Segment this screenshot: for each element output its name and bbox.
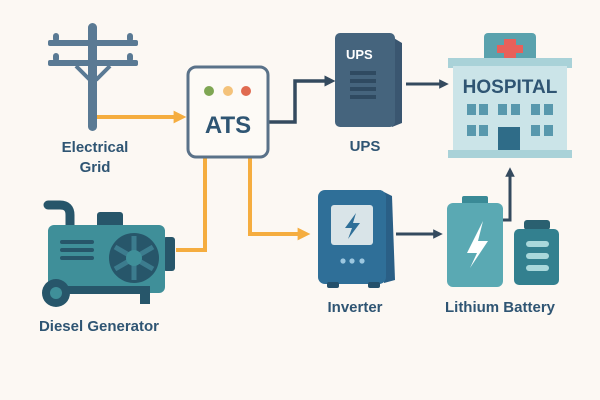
ups-label: UPS	[349, 138, 381, 155]
connector-ats-to-inverter	[248, 158, 311, 241]
grid-label-line2: Grid	[79, 159, 111, 176]
inverter-label: Inverter	[327, 299, 383, 316]
connector-ats-to-ups	[268, 75, 336, 124]
connections	[97, 75, 515, 252]
ups-device-text: UPS	[346, 47, 373, 62]
ups-server-icon[interactable]: UPS	[335, 33, 402, 127]
utility-pole-icon	[48, 23, 138, 131]
indicator-light-green	[204, 86, 214, 96]
hospital-sign-text: HOSPITAL	[463, 77, 558, 98]
battery-icon[interactable]	[447, 196, 559, 287]
ats-switch[interactable]: ATS	[186, 65, 270, 159]
diesel-generator-icon[interactable]	[42, 200, 175, 307]
grid-label: Electrical Grid	[40, 138, 150, 178]
indicator-light-amber	[223, 86, 233, 96]
connector-battery-to-hospital	[502, 167, 515, 222]
ats-label: ATS	[205, 112, 251, 139]
generator-label: Diesel Generator	[38, 318, 160, 335]
connector-generator-to-ats	[176, 158, 207, 252]
grid-label-line1: Electrical	[61, 139, 129, 156]
hospital-building-icon[interactable]: HOSPITAL	[448, 33, 572, 158]
inverter-icon[interactable]	[318, 190, 395, 288]
indicator-light-red	[241, 86, 251, 96]
battery-label: Lithium Battery	[444, 299, 555, 316]
